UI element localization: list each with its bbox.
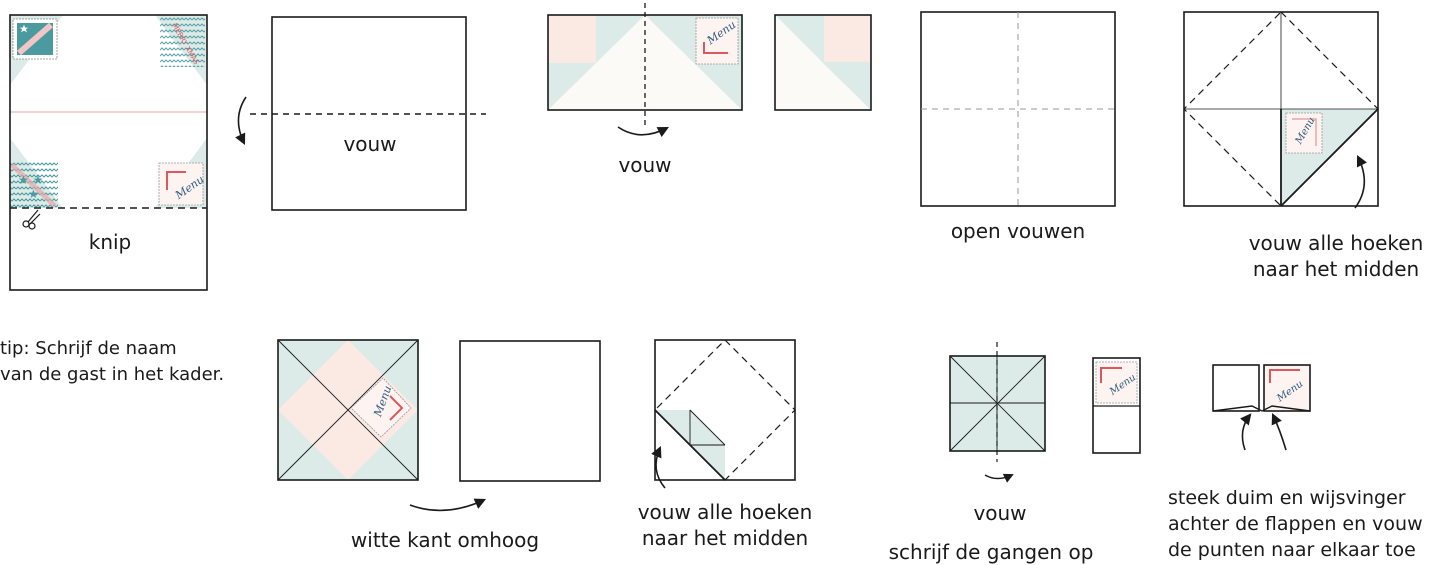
step-folded-rectangle: Menu bbox=[547, 3, 872, 138]
curved-arrow-icon bbox=[1354, 154, 1368, 209]
step-colored-side: Menu bbox=[277, 339, 487, 512]
step-fold-square bbox=[235, 16, 486, 211]
corner-merry-xmas: MERRY XMAS bbox=[160, 17, 205, 67]
step-small-square bbox=[949, 342, 1046, 483]
half-piece bbox=[774, 14, 872, 111]
step-folded-menu: Menu bbox=[1092, 357, 1141, 454]
sheet-outline bbox=[9, 14, 208, 291]
step-corners-to-middle: Menu bbox=[1183, 11, 1379, 209]
svg-text:★ ★: ★ ★ bbox=[18, 173, 43, 187]
label-vouw-alle-hoeken-1: vouw alle hoeken naar het midden bbox=[1248, 231, 1424, 281]
rect-white-triangle bbox=[548, 15, 742, 110]
label-vouw-3: vouw bbox=[973, 501, 1027, 525]
label-vouw-alle-hoeken-2: vouw alle hoeken naar het midden bbox=[637, 500, 813, 550]
stamp-menu-bottom-right: Menu bbox=[158, 162, 207, 206]
scissors-icon bbox=[22, 209, 41, 230]
step-printed-sheet: MERRY XMAS ★ ★ ★ Menu bbox=[9, 14, 208, 291]
stamp-menu-corner: Menu bbox=[1285, 112, 1323, 154]
fold-arrow-icon-3 bbox=[984, 473, 1014, 483]
plain-square bbox=[271, 16, 467, 211]
label-tip: tip: Schrijf de naam van de gast in het … bbox=[0, 338, 225, 385]
white-side-square bbox=[459, 340, 601, 482]
label-witte-kant: witte kant omhoog bbox=[350, 528, 540, 552]
stamp-menu-rect: Menu bbox=[695, 17, 739, 65]
curved-arrow-icon-2 bbox=[651, 445, 666, 489]
corner-stars: ★ ★ ★ bbox=[10, 160, 58, 208]
step-open-square bbox=[920, 11, 1116, 207]
step-corners-to-middle-2 bbox=[651, 339, 796, 489]
stamp-top-left bbox=[12, 18, 58, 60]
fold-arrow-icon-2 bbox=[617, 126, 669, 138]
label-steek-duim: steek duim en wijsvinger achter de flapp… bbox=[1168, 487, 1423, 561]
push-arrow-icon-right bbox=[1271, 412, 1287, 451]
svg-text:★: ★ bbox=[28, 187, 39, 201]
label-open-vouwen: open vouwen bbox=[950, 219, 1086, 243]
fold-arrow-icon bbox=[235, 96, 247, 146]
stamp-menu-diamond: Menu bbox=[350, 377, 412, 438]
label-schrijf-gangen: schrijf de gangen op bbox=[888, 540, 1094, 564]
label-vouw-2: vouw bbox=[618, 153, 672, 177]
label-knip: knip bbox=[88, 230, 132, 254]
label-vouw-1: vouw bbox=[343, 132, 397, 156]
push-arrow-icon-left bbox=[1240, 413, 1252, 451]
step-final-shape: Menu bbox=[1212, 364, 1311, 451]
turn-over-arrow-icon bbox=[409, 498, 487, 512]
